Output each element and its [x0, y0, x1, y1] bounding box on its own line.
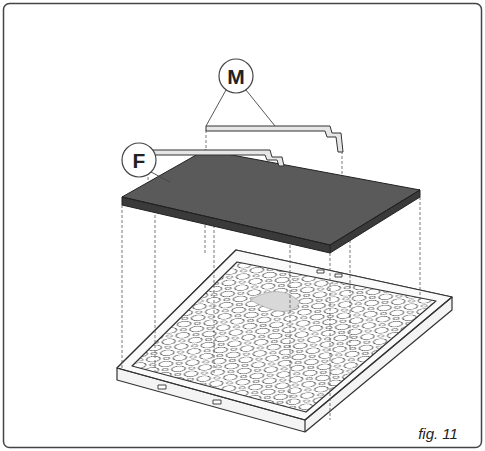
figure-number: fig. 11 [418, 426, 458, 441]
callout-markers [122, 59, 275, 182]
figure-border [4, 4, 482, 448]
carbon-filter [122, 150, 420, 253]
callout-letter: M [227, 66, 245, 87]
metal-clip [148, 126, 343, 166]
projection-lines [122, 130, 420, 420]
grease-filter [117, 250, 452, 432]
callout-letter: F [133, 150, 146, 171]
